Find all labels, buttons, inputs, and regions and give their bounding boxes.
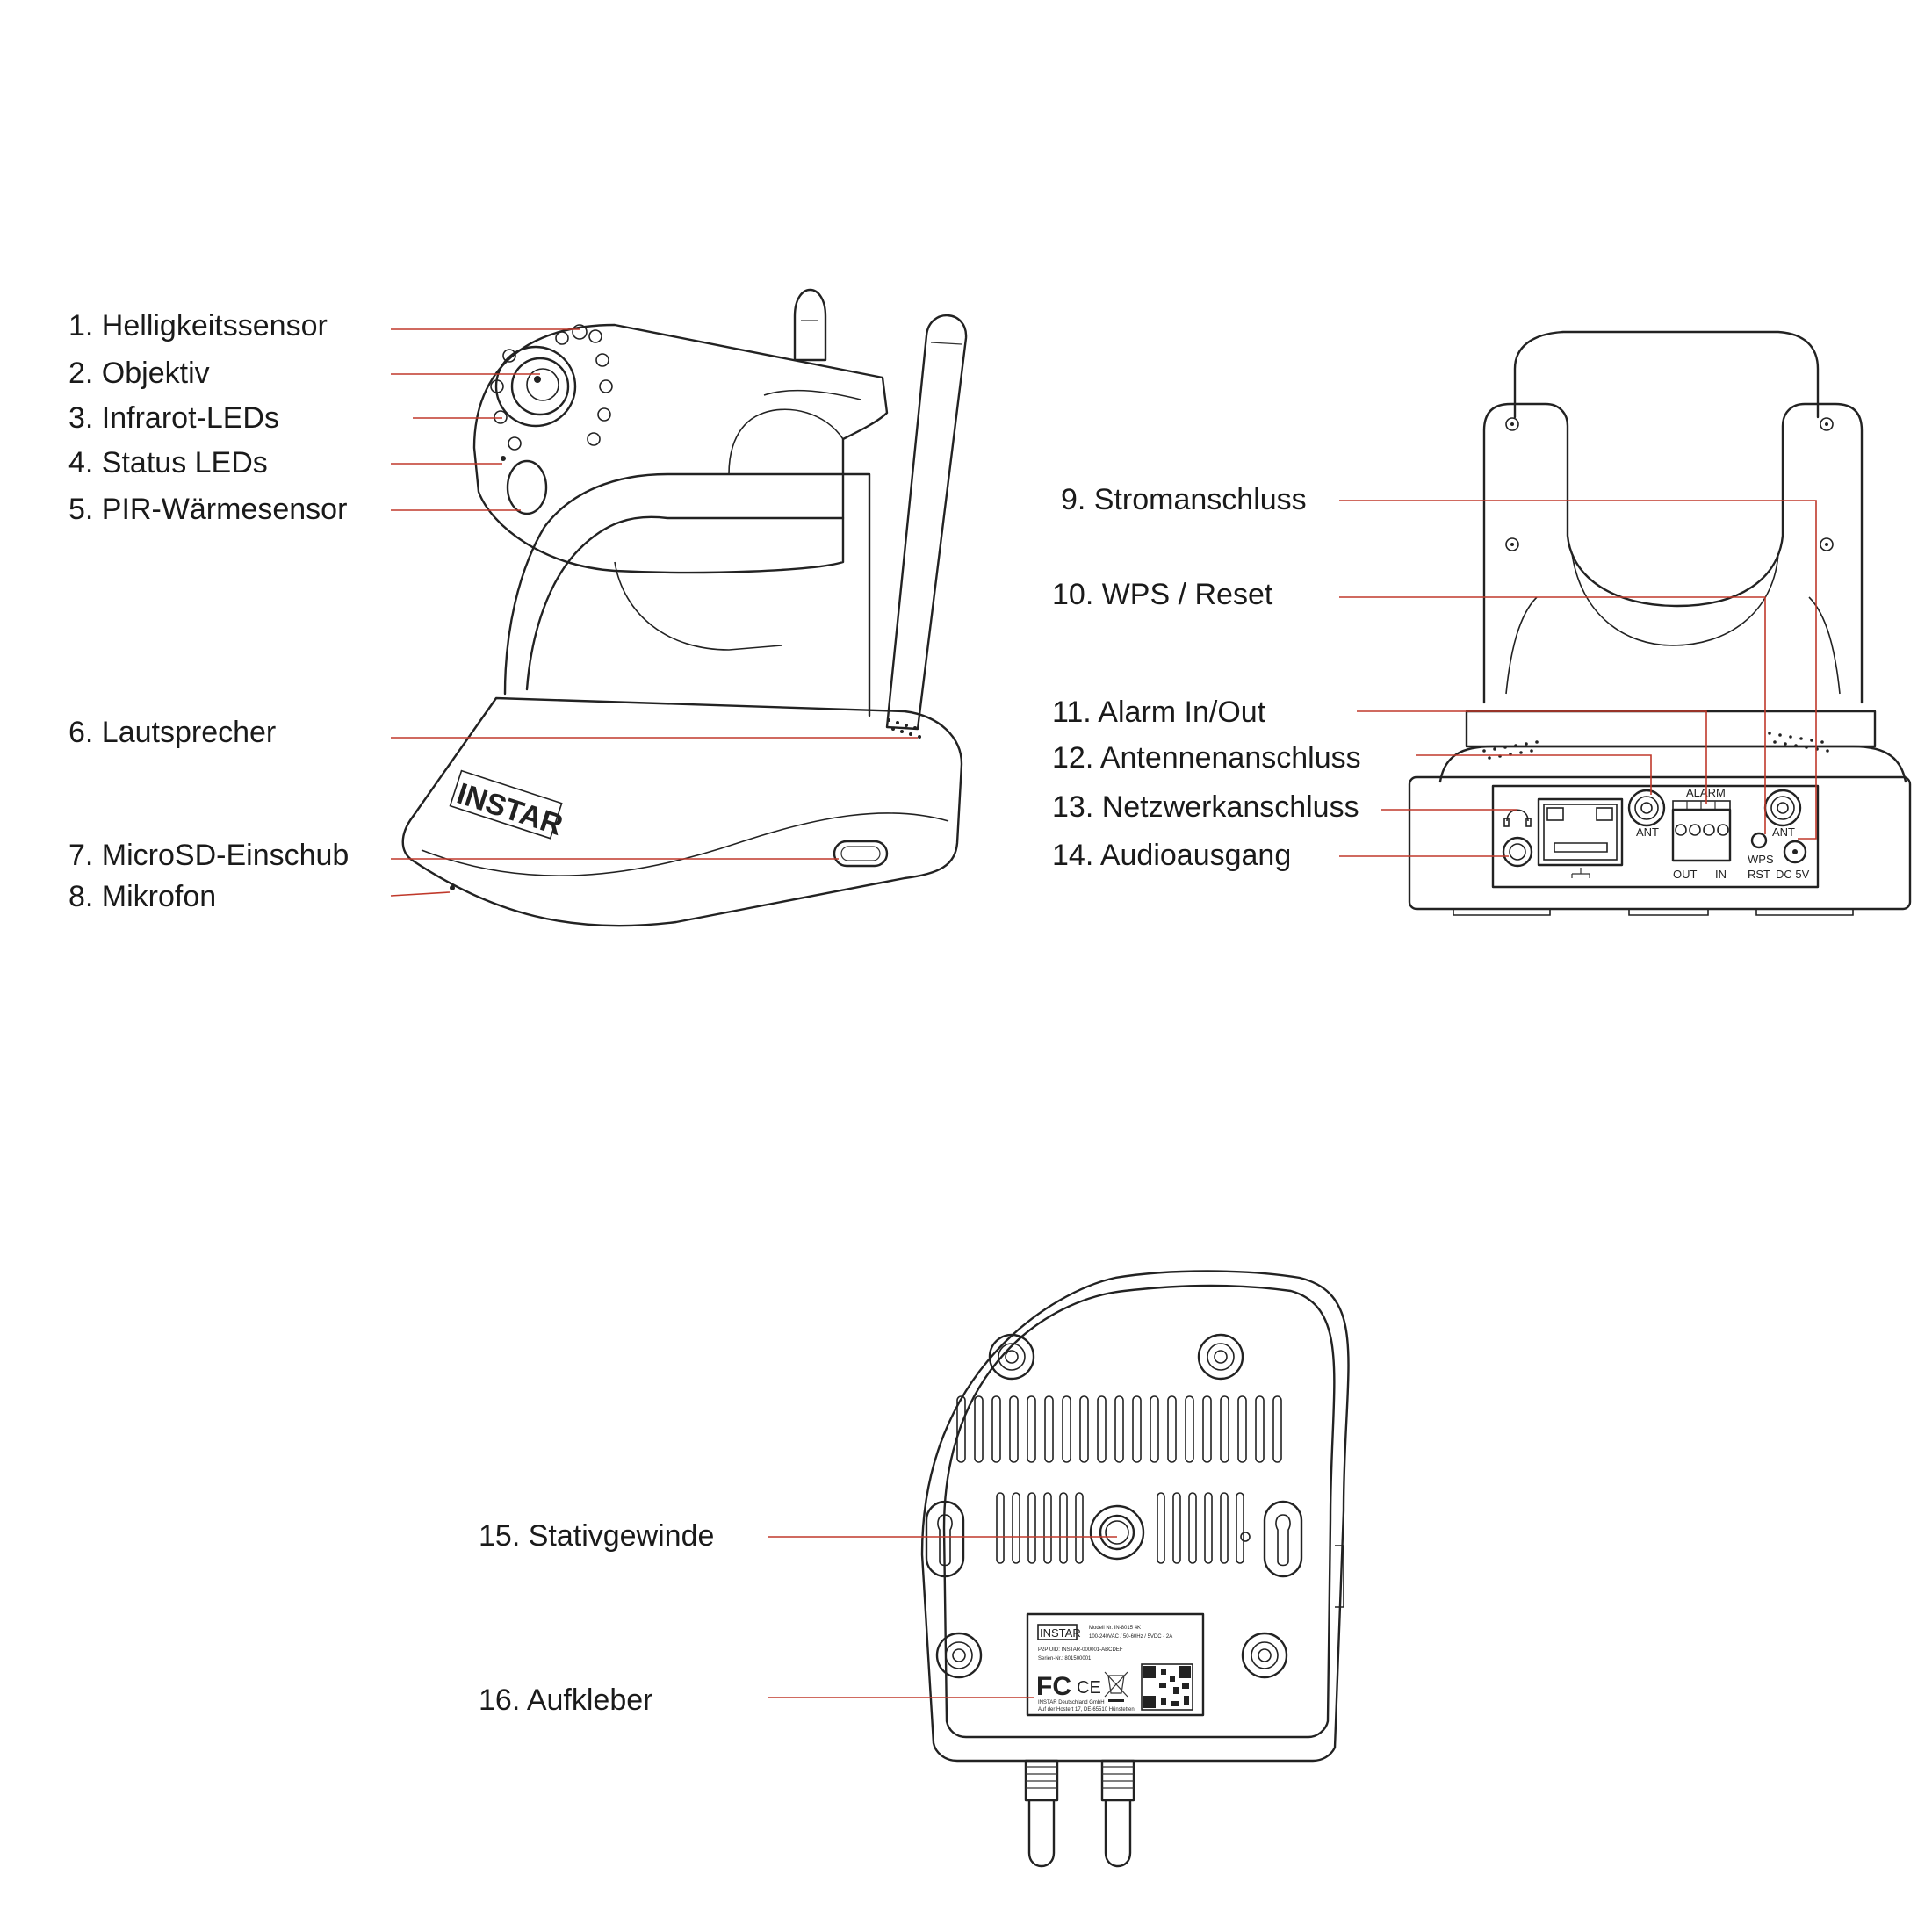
tripod-thread [1089,1504,1145,1561]
lens [494,345,577,428]
label-network-port: 13. Netzwerkanschluss [1052,790,1359,824]
svg-text:INSTAR: INSTAR [1040,1626,1081,1640]
audio-output-port [1502,809,1533,868]
label-microphone: 8. Mikrofon [68,880,216,913]
svg-text:ANT: ANT [1772,825,1795,839]
microsd-slot [833,840,889,868]
wall-mount-keyholes [925,1500,1303,1578]
label-speaker: 6. Lautsprecher [68,716,276,749]
rear-base [1408,775,1912,911]
label-wps-reset: 10. WPS / Reset [1052,578,1273,611]
label-status-leds: 4. Status LEDs [68,446,268,479]
svg-text:100-240VAC / 50-60Hz / 5VDC -: 100-240VAC / 50-60Hz / 5VDC - 2A [1089,1634,1172,1640]
svg-text:WPS: WPS [1748,853,1774,866]
infrared-leds [490,329,613,451]
camera-base [401,696,963,927]
rubber-feet [935,1333,1288,1679]
qr-code [1141,1663,1193,1711]
svg-text:RST: RST [1748,868,1770,881]
label-microsd-slot: 7. MicroSD-Einschub [68,839,349,872]
svg-text:P2P UID: INSTAR-000001-ABCD: P2P UID: INSTAR-000001-ABCDEF [1038,1647,1123,1653]
svg-text:DC 5V: DC 5V [1776,868,1810,881]
label-alarm-io: 11. Alarm In/Out [1052,696,1266,729]
alarm-terminal: ALARM OUT IN [1671,786,1732,881]
svg-text:CE: CE [1077,1678,1101,1698]
svg-text:ANT: ANT [1636,825,1659,839]
label-power-port: 9. Stromanschluss [1061,483,1307,516]
camera-bottom-view: INSTAR Modell Nr. IN-8015 4K 100-240VAC … [920,1270,1350,1868]
rear-screws [1505,417,1834,551]
speaker-grille [887,718,921,739]
label-infrared-leds: 3. Infrarot-LEDs [68,401,279,435]
label-pir-sensor: 5. PIR-Wärmesensor [68,493,347,526]
brightness-sensor [572,324,588,340]
label-sticker: 16. Aufkleber [479,1683,652,1717]
ethernet-port [1537,797,1624,878]
svg-text:Serien-Nr.: 801500001: Serien-Nr.: 801500001 [1038,1656,1092,1662]
weee-bin-icon [1104,1671,1128,1702]
leader-lines [390,328,1817,1698]
svg-text:FC: FC [1036,1672,1071,1701]
port-panel [1491,784,1820,889]
bottom-shell [920,1270,1350,1763]
camera-front-view: INSTAR [401,289,968,927]
power-port: DC 5V [1776,840,1810,881]
label-tripod-thread: 15. Stativgewinde [479,1519,714,1553]
antenna-right [885,314,968,731]
antenna-port-left: ANT [1627,789,1666,839]
vent-slots-top [956,1395,1282,1463]
svg-text:Auf der Hostert 17, DE-65510 H: Auf der Hostert 17, DE-65510 Hünstetten [1038,1707,1135,1712]
callout-labels: 1. Helligkeitssensor 2. Objektiv 3. Infr… [68,309,1361,1717]
vent-slots-middle [996,1492,1244,1564]
instar-logo: INSTAR [449,769,566,842]
svg-text:IN: IN [1715,868,1727,881]
antenna-rear [793,289,827,362]
antennas-bottom [1024,1759,1135,1868]
microphone-hole [450,885,455,890]
camera-head [472,323,889,574]
rear-yoke-left [1482,402,1864,704]
wps-reset-button: WPS RST [1748,832,1774,881]
label-brightness-sensor: 1. Helligkeitssensor [68,309,328,342]
svg-text:OUT: OUT [1673,868,1698,881]
camera-rear-view: ANT ANT ALARM OUT IN WPS RST [1408,330,1912,916]
product-sticker: INSTAR Modell Nr. IN-8015 4K 100-240VAC … [1026,1612,1205,1717]
antenna-port-right: ANT [1763,789,1802,839]
svg-text:INSTAR Deutschland GmbH: INSTAR Deutschland GmbH [1038,1700,1105,1705]
status-leds [501,456,506,461]
pir-sensor [506,459,548,515]
label-lens: 2. Objektiv [68,357,210,390]
label-antenna-port: 12. Antennenanschluss [1052,741,1361,775]
label-audio-output: 14. Audioausgang [1052,839,1291,872]
svg-text:Modell Nr. IN-8015 4K: Modell Nr. IN-8015 4K [1089,1626,1141,1631]
